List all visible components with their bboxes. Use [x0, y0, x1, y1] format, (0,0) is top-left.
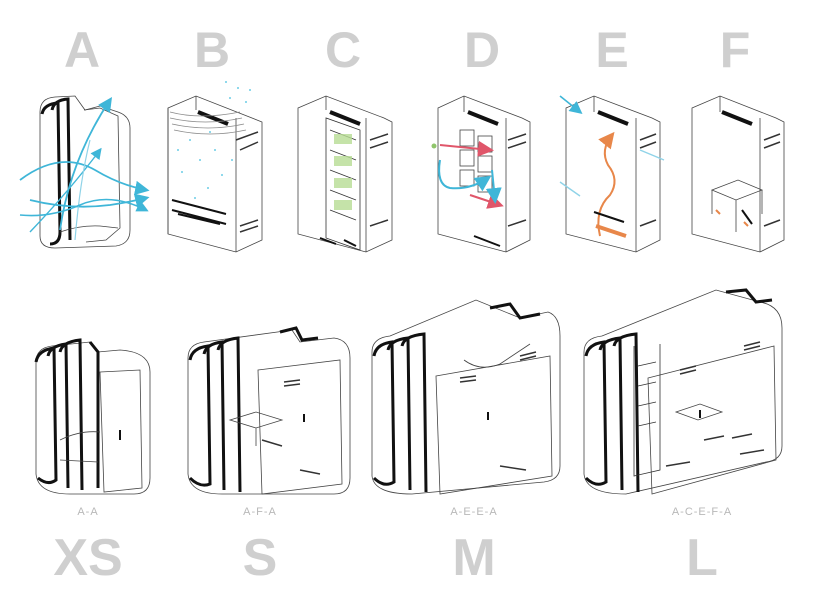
config-xs-size: XS — [53, 529, 123, 587]
config-xs-combination: A-A — [77, 506, 99, 518]
module-letter-e: E — [595, 22, 629, 78]
module-letter-b: B — [193, 22, 231, 78]
module-d-illustration — [431, 95, 531, 253]
module-f-illustration — [691, 95, 785, 253]
module-letter-f: F — [719, 22, 751, 78]
module-letter-c: C — [324, 22, 362, 78]
module-letter-a: A — [63, 22, 101, 78]
module-letter-d: D — [463, 22, 501, 78]
config-m-illustration — [371, 299, 561, 495]
config-s-size: S — [242, 529, 278, 587]
config-l-illustration — [583, 288, 783, 495]
config-s-combination: A-F-A — [243, 506, 277, 518]
module-a-illustration — [19, 95, 150, 249]
module-c-illustration — [297, 95, 393, 253]
config-l-size: L — [686, 529, 718, 587]
config-m-combination: A-E-E-A — [450, 506, 498, 518]
config-s-illustration — [187, 326, 351, 495]
config-xs-illustration — [34, 338, 151, 495]
config-m-size: M — [452, 529, 496, 587]
config-l-combination: A-C-E-F-A — [671, 506, 733, 518]
module-e-illustration — [559, 95, 665, 253]
module-b-illustration — [167, 81, 263, 253]
